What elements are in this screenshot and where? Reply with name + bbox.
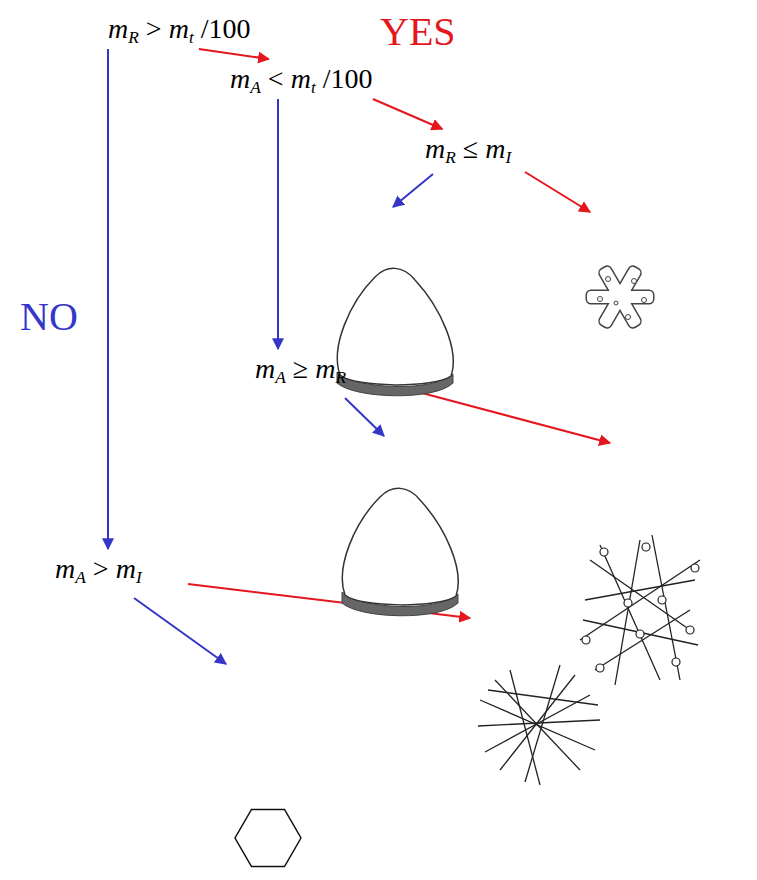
- outcome-arrows: [134, 172, 610, 664]
- decision-node: mR ≤ mI: [421, 130, 518, 168]
- condition-text: mA ≥ mR: [255, 352, 346, 386]
- graupel-sketch: [342, 488, 458, 615]
- condition-text: mR > mt /100: [108, 12, 250, 46]
- decision-node: mA > mI: [51, 550, 148, 588]
- hexagon-plate-sketch: [235, 809, 301, 866]
- branch-arrow: [373, 99, 442, 129]
- rimed-aggregate-sketch: [580, 535, 700, 685]
- decision-node: mA ≥ mR: [251, 350, 353, 388]
- condition-text: mA > mI: [55, 552, 142, 586]
- graupel-sketch: [337, 268, 453, 395]
- condition-text: mR ≤ mI: [425, 132, 511, 166]
- branch-arrow: [107, 49, 109, 549]
- rimed-plate-sketch: [587, 265, 653, 328]
- decision-node: mR > mt /100: [104, 10, 257, 48]
- branch-arrow: [277, 99, 279, 349]
- branch-label: YES: [380, 10, 456, 54]
- branch-label: NO: [20, 295, 78, 339]
- decision-node: mA < mt /100: [226, 60, 379, 98]
- condition-text: mA < mt /100: [230, 62, 372, 96]
- aggregate-sketch: [478, 665, 600, 785]
- branch-arrow: [199, 49, 269, 59]
